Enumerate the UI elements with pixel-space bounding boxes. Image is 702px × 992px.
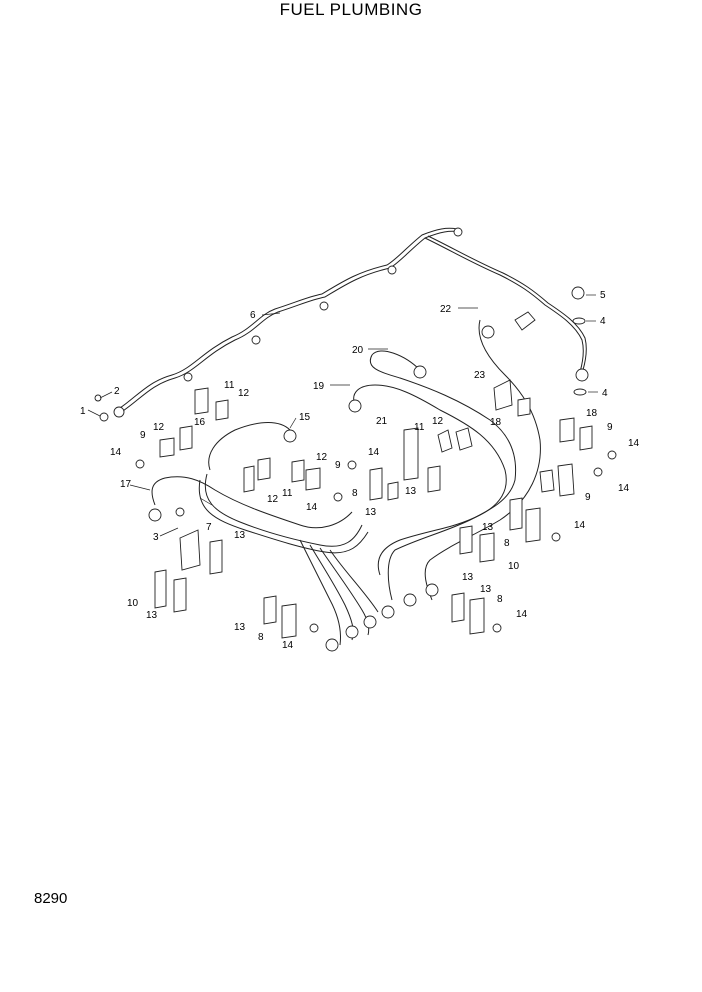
callout-9d: 9	[585, 492, 591, 503]
callout-12e: 12	[432, 416, 444, 427]
callout-13a: 13	[234, 530, 246, 541]
callout-6: 6	[250, 310, 256, 321]
callout-23: 23	[474, 370, 486, 381]
page-title: FUEL PLUMBING	[279, 0, 423, 19]
return-line-6	[113, 227, 589, 418]
callout-11a: 11	[224, 380, 235, 391]
callout-12d: 12	[267, 494, 279, 505]
callout-21: 21	[376, 416, 388, 427]
callout-12b: 12	[153, 422, 165, 433]
callout-18b: 18	[586, 408, 598, 419]
callout-14d: 14	[628, 438, 640, 449]
callout-1: 1	[80, 406, 86, 417]
callout-12c: 12	[316, 452, 328, 463]
callout-17: 17	[120, 479, 132, 490]
callout-14f: 14	[574, 520, 586, 531]
callout-14h: 14	[516, 609, 528, 620]
callout-8a: 8	[352, 488, 358, 499]
callout-labels: 1 2 3 4 4 5 6 7 8 8 8 8 9 9 9 9 10 10 11…	[80, 290, 640, 651]
callout-12a: 12	[238, 388, 250, 399]
callout-13d: 13	[405, 486, 417, 497]
callout-14a: 14	[110, 447, 122, 458]
callout-8c: 8	[258, 632, 264, 643]
hardware-parts	[94, 286, 617, 639]
callout-9a: 9	[140, 430, 146, 441]
callout-9b: 9	[335, 460, 341, 471]
callout-11b: 11	[282, 488, 293, 499]
callout-18a: 18	[490, 417, 502, 428]
callout-9c: 9	[607, 422, 613, 433]
callout-4b: 4	[602, 388, 608, 399]
callout-8d: 8	[497, 594, 503, 605]
callout-14e: 14	[618, 483, 630, 494]
callout-8b: 8	[504, 538, 510, 549]
callout-7: 7	[206, 522, 212, 533]
callout-16: 16	[194, 417, 206, 428]
callout-4a: 4	[600, 316, 606, 327]
callout-14g: 14	[282, 640, 294, 651]
callout-22: 22	[440, 304, 452, 315]
callout-14b: 14	[368, 447, 380, 458]
callout-10b: 10	[508, 561, 520, 572]
injection-pipe-bundle	[148, 319, 541, 652]
callout-13b: 13	[146, 610, 158, 621]
callout-19: 19	[313, 381, 325, 392]
callout-13g: 13	[234, 622, 246, 633]
callout-14c: 14	[306, 502, 318, 513]
callout-13e: 13	[482, 522, 494, 533]
page-number: 8290	[34, 890, 68, 907]
callout-13c: 13	[365, 507, 377, 518]
callout-5: 5	[600, 290, 606, 301]
callout-13h: 13	[480, 584, 492, 595]
callout-2: 2	[114, 386, 120, 397]
callout-3: 3	[153, 532, 159, 543]
callout-10a: 10	[127, 598, 139, 609]
leader-lines	[87, 294, 598, 537]
callout-20: 20	[352, 345, 364, 356]
callout-11c: 11	[414, 422, 425, 433]
callout-15: 15	[299, 412, 311, 423]
callout-13f: 13	[462, 572, 474, 583]
